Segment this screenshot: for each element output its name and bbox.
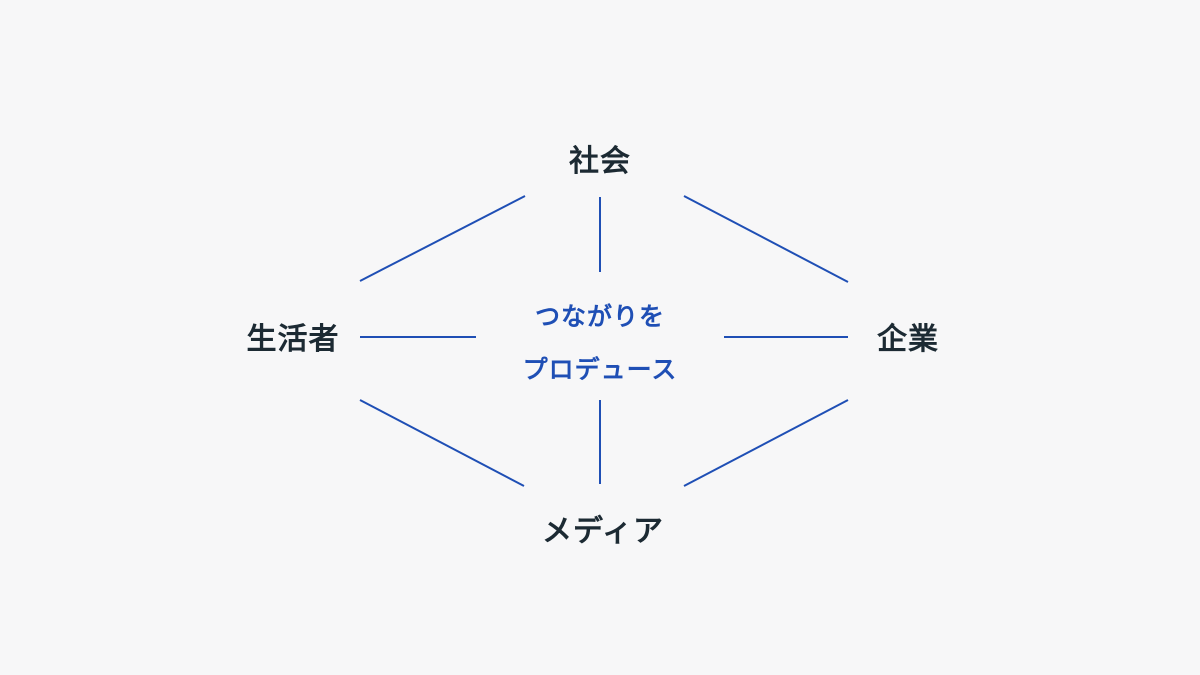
center-text-line1: つながりを xyxy=(534,302,666,331)
node-companies: 企業 xyxy=(877,322,939,357)
node-media: メディア xyxy=(542,514,664,549)
line-top-left xyxy=(359,195,526,282)
center-text-line2: プロデュース xyxy=(522,355,678,384)
line-bottom-right xyxy=(683,399,849,487)
line-top-right xyxy=(683,195,849,283)
node-society: 社会 xyxy=(569,144,631,179)
node-consumers: 生活者 xyxy=(246,322,340,357)
line-bottom-left xyxy=(359,399,525,487)
